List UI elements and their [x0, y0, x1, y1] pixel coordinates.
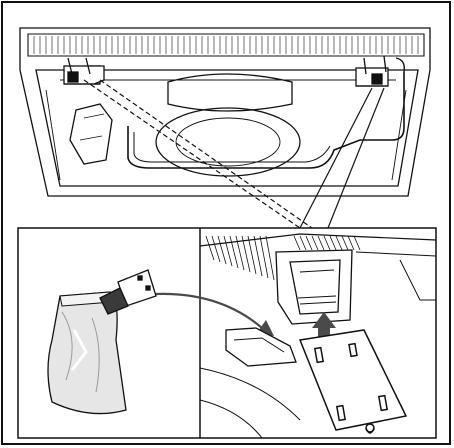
- bag-inset: [47, 269, 157, 415]
- mounting-bracket-right: [355, 55, 389, 87]
- callout-dashed-left: [83, 79, 301, 229]
- spare-bracket: [99, 269, 157, 315]
- callout-dashed-right: [99, 79, 313, 229]
- mounting-plate: [298, 329, 408, 434]
- mount-base: [225, 327, 297, 367]
- coil-hatching: [205, 235, 361, 281]
- appliance-underside: [19, 27, 431, 197]
- condenser-band: [27, 33, 425, 57]
- fan-housing: [155, 107, 301, 177]
- callout-solid-left: [299, 87, 373, 229]
- control-box: [69, 103, 113, 165]
- refrigerant-tubing: [127, 72, 405, 169]
- condenser-fins: [33, 36, 419, 54]
- callout-lines: [83, 79, 385, 229]
- callout-solid-right: [327, 87, 385, 229]
- compressor-dome: [167, 73, 293, 112]
- cabinet-outline: [19, 27, 431, 197]
- inner-recess: [35, 69, 419, 187]
- cabinet-edge: [199, 233, 437, 247]
- mounting-bracket-left: [63, 57, 105, 85]
